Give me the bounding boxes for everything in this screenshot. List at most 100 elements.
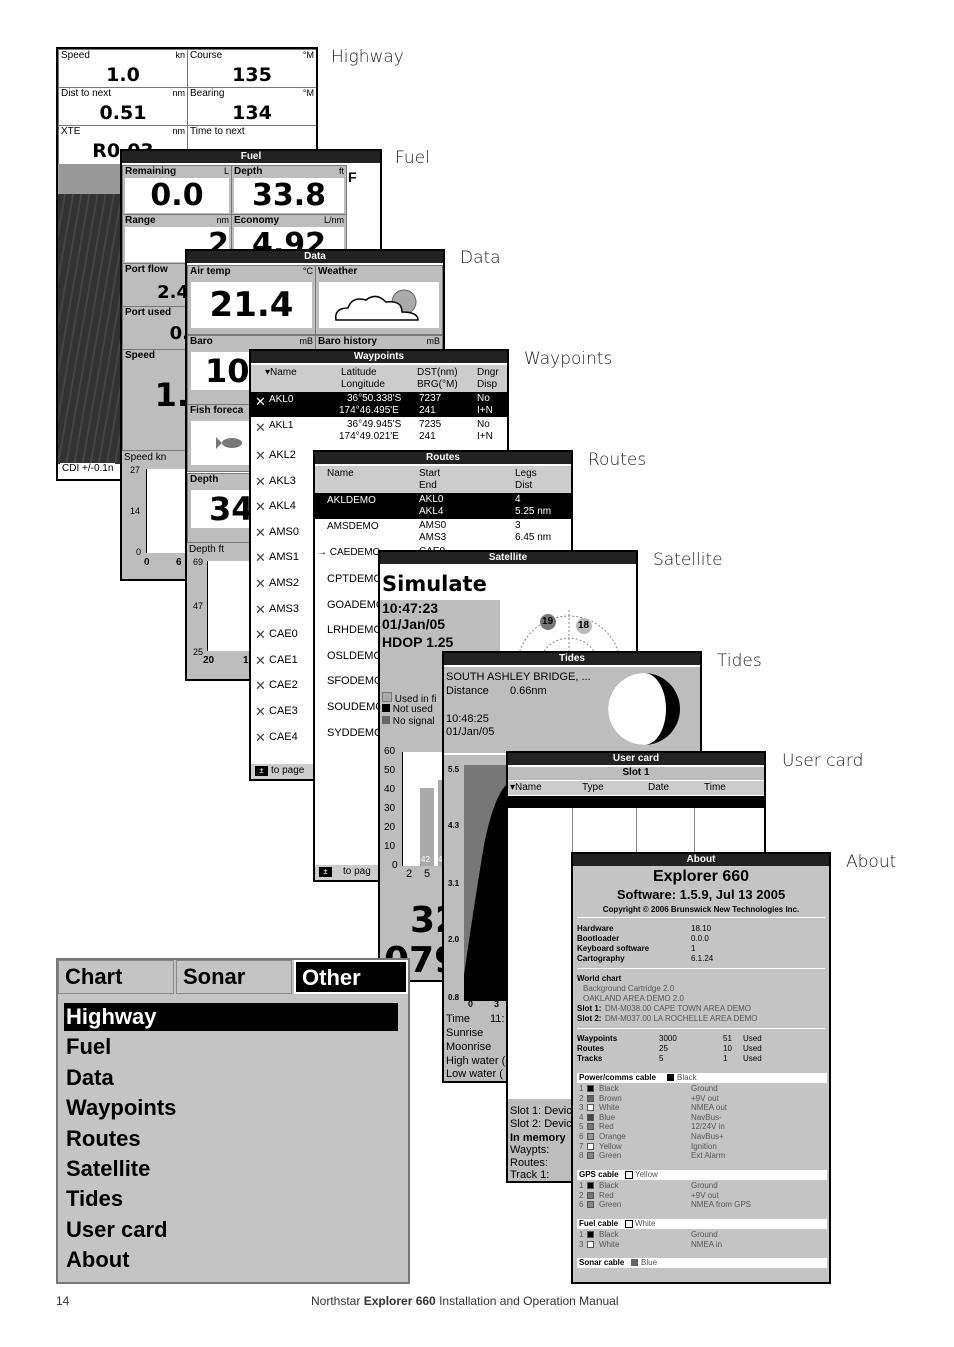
waypoint-row[interactable]: ✕CAE4 — [255, 729, 298, 745]
label-tides: Tides — [717, 651, 762, 671]
usercard-row-selected[interactable] — [508, 796, 764, 808]
usercard-slot: Slot 1 — [508, 767, 764, 780]
menu-item-user-card[interactable]: User card — [66, 1216, 168, 1242]
tab-chart[interactable]: Chart — [58, 960, 174, 994]
waypoint-row[interactable]: ✕AKL2 — [255, 448, 296, 463]
not-used-swatch-icon — [382, 704, 390, 712]
no-signal-swatch-icon — [382, 716, 390, 724]
course-cell: Course°M 135 — [187, 49, 316, 88]
fuel-title: Fuel — [122, 151, 380, 163]
waypoint-row[interactable]: ✕AKL3 — [255, 473, 296, 489]
label-satellite: Satellite — [653, 550, 723, 570]
route-row[interactable]: GOADEMO — [327, 598, 385, 611]
fish-icon — [216, 437, 242, 449]
cross-icon: ✕ — [255, 550, 266, 566]
tides-title: Tides — [444, 653, 700, 665]
weather-cell: Weather — [315, 265, 443, 335]
waypoint-row[interactable]: ✕CAE2 — [255, 678, 298, 694]
waypoint-row[interactable]: ✕AMS3 — [255, 601, 299, 617]
gps-cable-header: GPS cable Yellow — [577, 1170, 827, 1180]
wire-swatch-icon — [587, 1085, 594, 1092]
speed-graph: Speed kn 27 14 0 0 6 — [122, 451, 189, 579]
route-row[interactable]: CPTDEMO — [327, 573, 382, 585]
waypoint-row[interactable]: ✕AMS2 — [255, 576, 299, 591]
cross-icon: ✕ — [255, 652, 266, 668]
route-row-selected[interactable]: AKLDEMO AKL0 AKL4 4 5.25 nm — [315, 493, 571, 519]
route-row[interactable]: SOUDEMO — [327, 701, 384, 713]
about-product: Explorer 660 — [652, 868, 750, 885]
cross-icon: ✕ — [255, 678, 266, 694]
menu-item-fuel[interactable]: Fuel — [66, 1034, 112, 1060]
cdi-label: CDI +/-0.1n — [60, 463, 116, 474]
waypoint-row-selected[interactable]: ✕ AKL0 36°50.338'S 174°46.495'E 7237 241… — [251, 392, 507, 417]
menu-item-routes[interactable]: Routes — [66, 1125, 141, 1151]
menu-item-tides[interactable]: Tides — [66, 1186, 124, 1212]
route-row[interactable]: LRHDEMO — [327, 624, 383, 637]
menu-item-data[interactable]: Data — [66, 1064, 114, 1090]
waypoint-row[interactable]: ✕AMS1 — [255, 550, 299, 566]
about-software: Software: 1.5.9, Jul 13 2005 — [616, 887, 786, 902]
about-copyright: Copyright © 2006 Brunswick New Technolog… — [602, 905, 800, 914]
fuel-speed-cell: Speed 1. — [122, 349, 190, 451]
cross-icon: ✕ — [255, 704, 266, 719]
waypoint-row[interactable]: ✕AKL4 — [255, 499, 296, 515]
route-row[interactable]: OSLDEMO — [327, 649, 383, 662]
routes-header: Name Start End Legs Dist — [315, 466, 571, 493]
wire-swatch-icon — [587, 1240, 594, 1248]
menu-item-satellite[interactable]: Satellite — [66, 1156, 151, 1181]
page-number: 14 — [56, 1294, 70, 1308]
route-row[interactable]: AMSDEMO AMS0 AMS3 3 6.45 nm — [327, 520, 552, 543]
cross-icon: ✕ — [255, 729, 266, 745]
route-row[interactable]: SFODEMO — [327, 675, 383, 688]
waypoints-title: Waypoints — [251, 351, 507, 363]
waypoint-row[interactable]: ✕AMS0 — [255, 524, 299, 540]
waypoint-row[interactable]: ✕CAE0 — [255, 627, 298, 643]
cross-icon: ✕ — [255, 499, 266, 515]
cross-icon: ✕ — [255, 394, 266, 409]
air-temp-cell: Air temp°C 21.4 — [187, 265, 316, 335]
port-flow-cell: Port flow 2.4 — [122, 263, 190, 307]
menu-item-about[interactable]: About — [66, 1247, 130, 1273]
wire-swatch-icon — [587, 1113, 594, 1121]
cross-icon: ✕ — [255, 576, 266, 591]
cross-icon: ✕ — [255, 627, 266, 643]
fish-forecast-cell: Fish foreca — [187, 404, 251, 472]
tide-graph: 5.5 4.3 3.1 2.0 0.8 0 3 Time 11: Sunrise… — [444, 755, 508, 1081]
menu-item-highway[interactable]: Highway — [64, 1003, 398, 1031]
tab-other[interactable]: Other — [294, 960, 408, 994]
cross-icon: ✕ — [255, 601, 266, 617]
menu-item-waypoints[interactable]: Waypoints — [66, 1095, 177, 1121]
waypoint-row[interactable]: ✕CAE3 — [255, 704, 298, 719]
route-row[interactable]: SYDDEMO — [327, 726, 383, 739]
power-cable-header: Power/comms cable Black — [577, 1073, 827, 1083]
about-screen: About Explorer 660 Software: 1.5.9, Jul … — [571, 852, 831, 1284]
wire-swatch-icon — [587, 1152, 594, 1160]
page-keys-icon: ± — [255, 766, 268, 776]
tides-info: SOUTH ASHLEY BRIDGE, ... Distance 0.66nm… — [444, 667, 700, 753]
waypoint-row[interactable]: ✕ AKL1 36°49.945'S 174°49.021'E 7235 241… — [255, 419, 493, 442]
routes-title: Routes — [315, 452, 571, 464]
yellow-swatch-icon — [625, 1171, 633, 1179]
wire-swatch-icon — [587, 1142, 594, 1150]
waypoint-row[interactable]: ✕CAE1 — [255, 652, 298, 668]
wire-swatch-icon — [587, 1191, 594, 1199]
cross-icon: ✕ — [255, 448, 266, 463]
sat-legend: Used in fi Not used No signal — [380, 690, 444, 750]
tab-sonar[interactable]: Sonar — [176, 960, 292, 994]
waypoints-header: ▾Name Latitude Longitude DST(nm) BRG(°M)… — [251, 365, 507, 392]
moon-phase-icon — [608, 673, 680, 745]
about-title: About — [573, 854, 829, 866]
fuel-f-label: F — [348, 169, 357, 185]
